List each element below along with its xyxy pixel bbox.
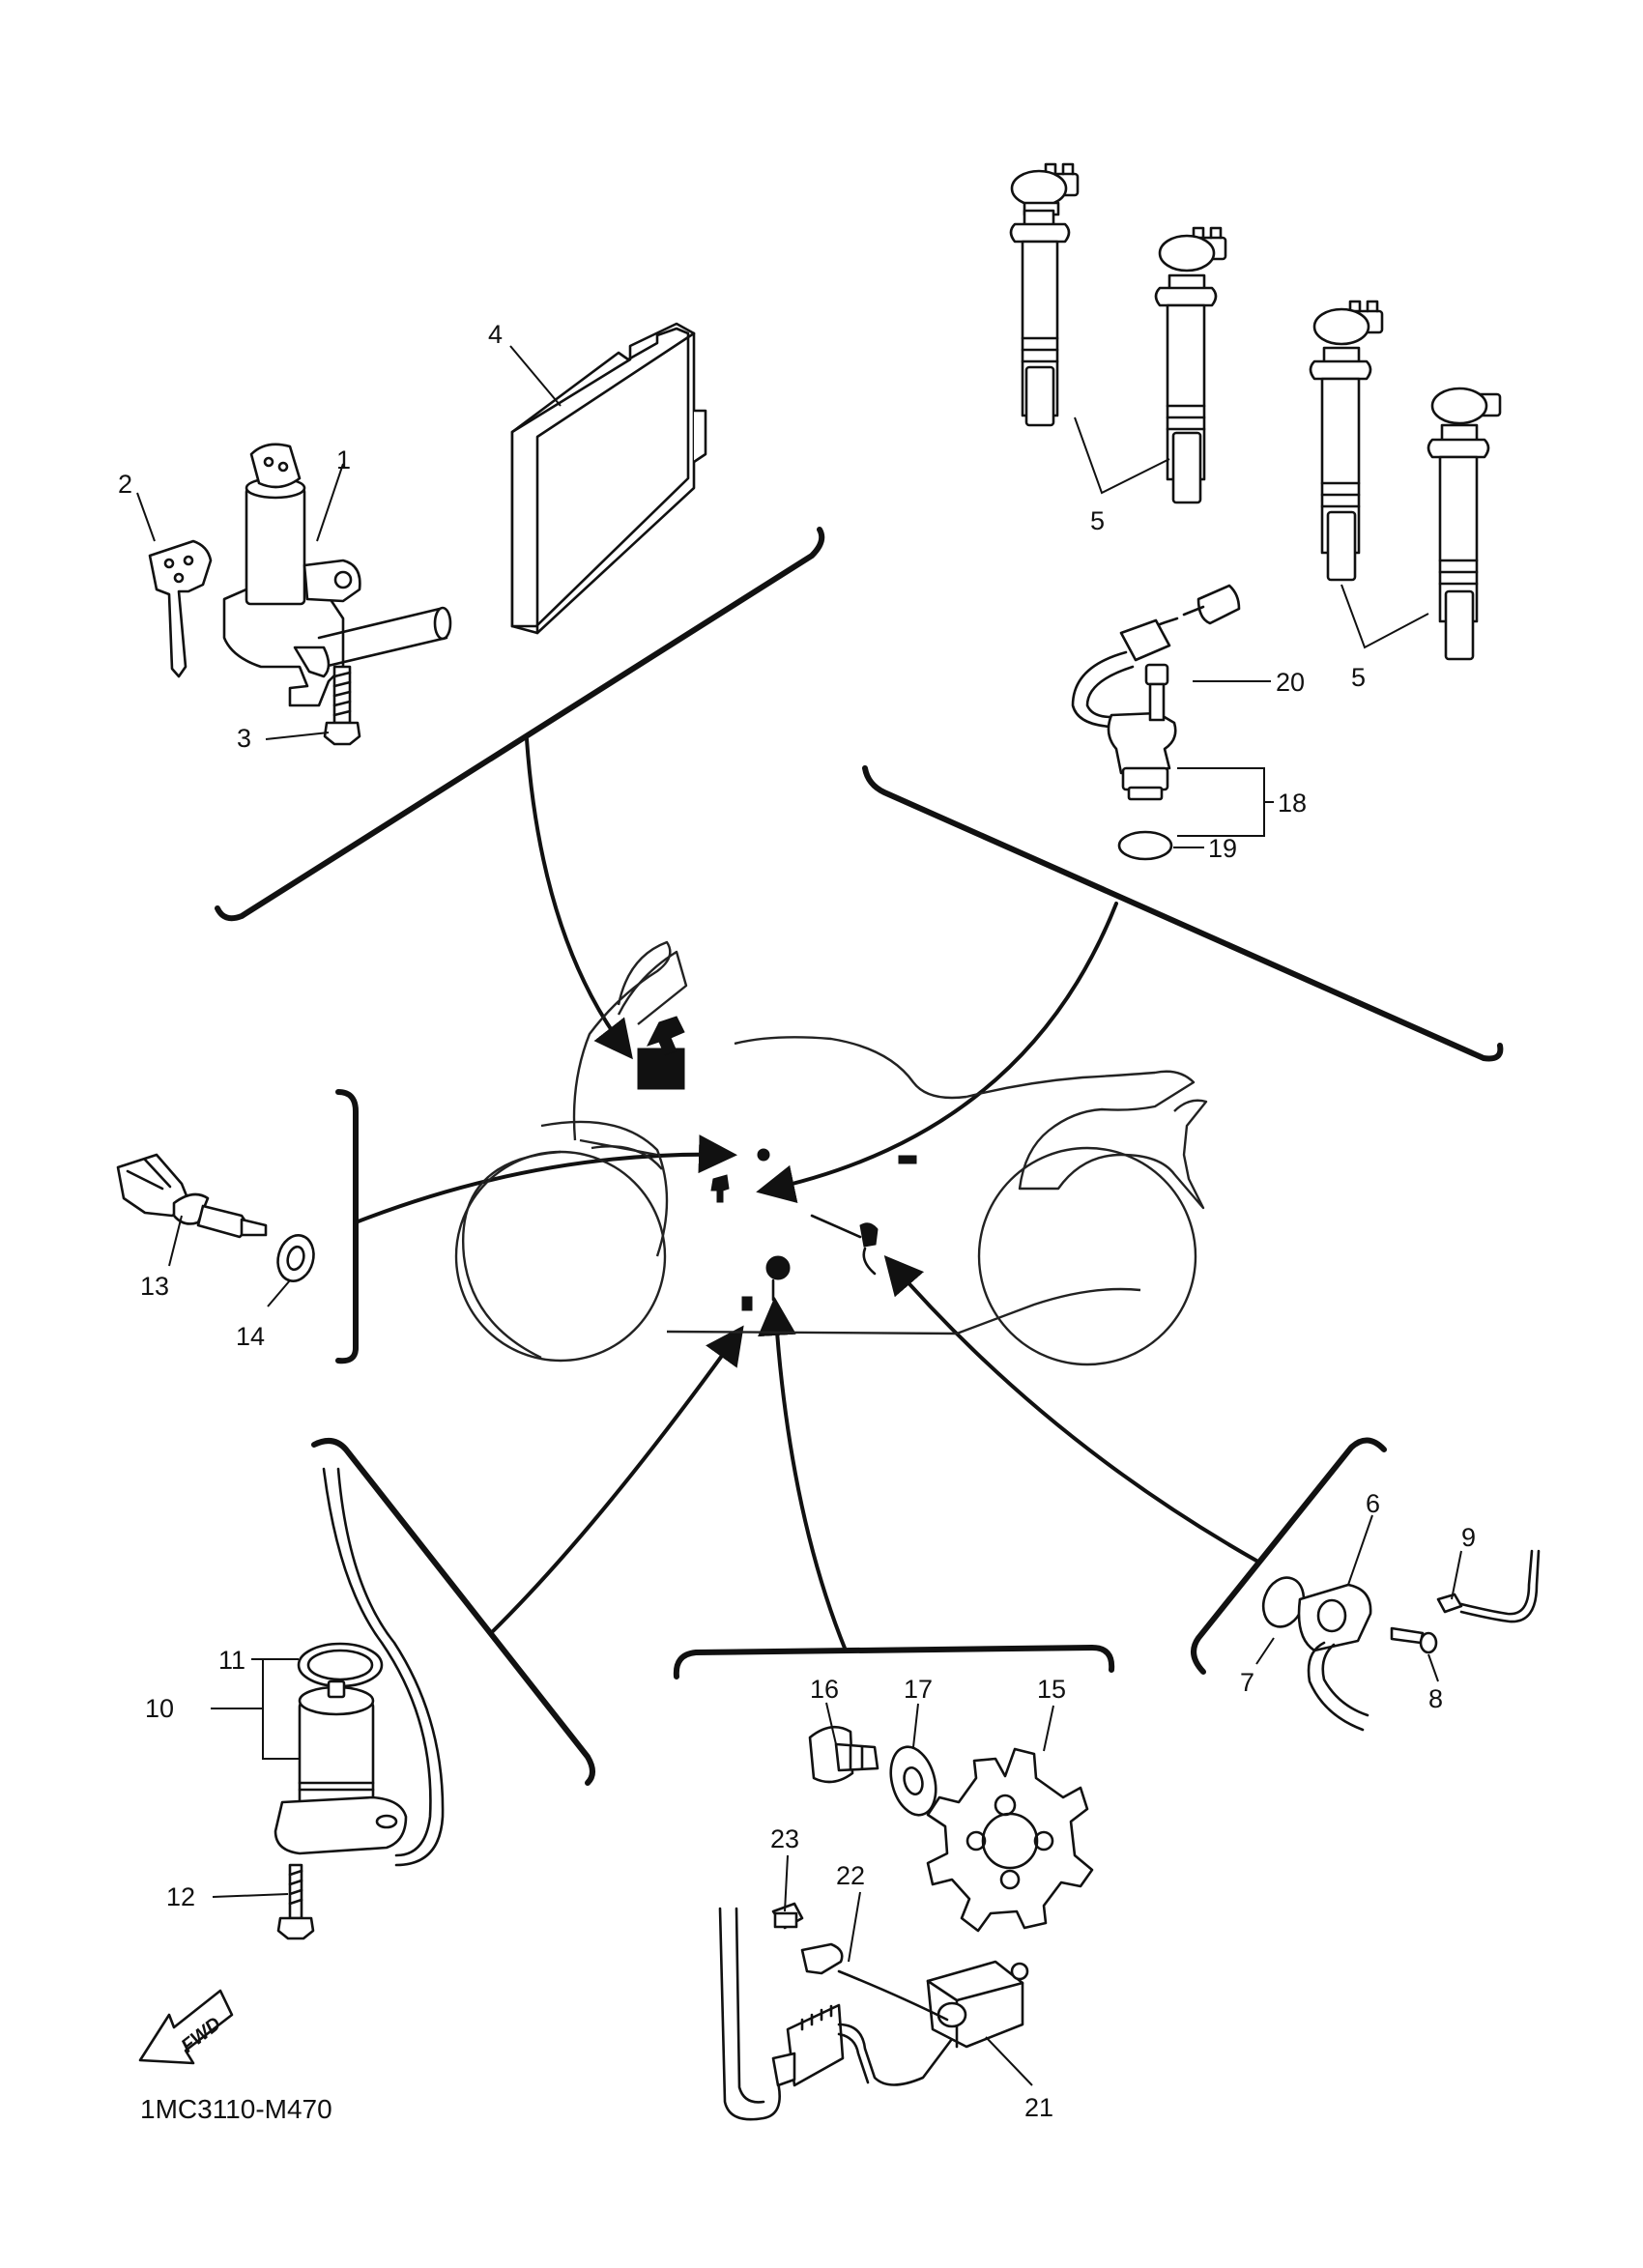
callout-21: 21 (1024, 2093, 1053, 2122)
ignition-marker (647, 1016, 685, 1056)
neutral-marker (859, 1222, 879, 1248)
callout-23: 23 (770, 1824, 799, 1853)
sensor-marker (710, 1174, 730, 1203)
callout-12: 12 (166, 1882, 195, 1911)
pickup-rotor-part (808, 1725, 1094, 1933)
bolt-part-3 (323, 665, 361, 746)
callout-5b: 5 (1351, 663, 1366, 692)
callout-8: 8 (1428, 1684, 1443, 1713)
callout-11: 11 (218, 1646, 245, 1675)
group-bracket-bottom-left (311, 1438, 595, 1786)
callout-10: 10 (145, 1694, 174, 1723)
callout-18: 18 (1278, 789, 1307, 818)
ignition-switch-part (222, 443, 452, 707)
callout-7: 7 (1240, 1668, 1254, 1697)
ecu-marker (637, 1048, 685, 1090)
pickup-coil-part (718, 1902, 1029, 2121)
group-bracket-top-right (862, 765, 1504, 1062)
crank-sensor-part (1071, 584, 1241, 861)
locator-marks (637, 1016, 917, 1311)
group-bracket-bottom-center (673, 1644, 1115, 1679)
callout-3: 3 (237, 724, 251, 753)
diagram-code: 1MC3110-M470 (140, 2094, 332, 2124)
callout-14: 14 (236, 1322, 265, 1351)
callout-13: 13 (140, 1272, 169, 1301)
callout-2: 2 (118, 470, 132, 499)
callout-17: 17 (904, 1675, 933, 1704)
callout-9: 9 (1461, 1523, 1476, 1552)
arrow-coil-locator (756, 902, 1118, 1203)
callout-5a: 5 (1090, 506, 1105, 535)
callout-22: 22 (836, 1861, 865, 1890)
callout-6: 6 (1366, 1489, 1380, 1518)
key-part (148, 539, 213, 678)
sidestand-marker (741, 1296, 753, 1311)
thermo-marker (898, 1155, 917, 1164)
callout-15: 15 (1037, 1675, 1066, 1704)
arrow-neutral-locator (883, 1254, 1258, 1563)
group-bracket-bottom-right (1191, 1437, 1387, 1675)
arrow-thermo-locator (354, 1134, 737, 1224)
arrow-pickup-locator (758, 1297, 848, 1652)
ecu-part (510, 322, 707, 635)
callout-20: 20 (1276, 668, 1305, 697)
callout-16: 16 (810, 1675, 839, 1704)
callout-labels: 1 2 3 4 5 5 6 7 8 9 10 11 12 13 14 15 16… (118, 320, 1476, 2122)
callout-1: 1 (336, 445, 351, 474)
neutral-switch-part (1261, 1549, 1541, 1732)
arrow-sidestand-locator (489, 1325, 744, 1635)
group-bracket-left (335, 1089, 359, 1364)
fwd-direction-arrow: FWD (138, 1989, 234, 2065)
callout-4: 4 (488, 320, 503, 349)
sidestand-switch-part (274, 1467, 445, 1940)
leader-lines (136, 345, 1462, 2086)
arrow-ecu-locator (525, 737, 633, 1060)
coil-marker (757, 1148, 770, 1162)
group-bracket-top-left (215, 527, 825, 922)
thermo-sensor-part (116, 1153, 315, 1282)
pickup-marker (765, 1255, 791, 1280)
ignition-coil-part (1009, 162, 1502, 661)
callout-19: 19 (1208, 834, 1237, 863)
motorcycle-outline (454, 940, 1208, 1366)
